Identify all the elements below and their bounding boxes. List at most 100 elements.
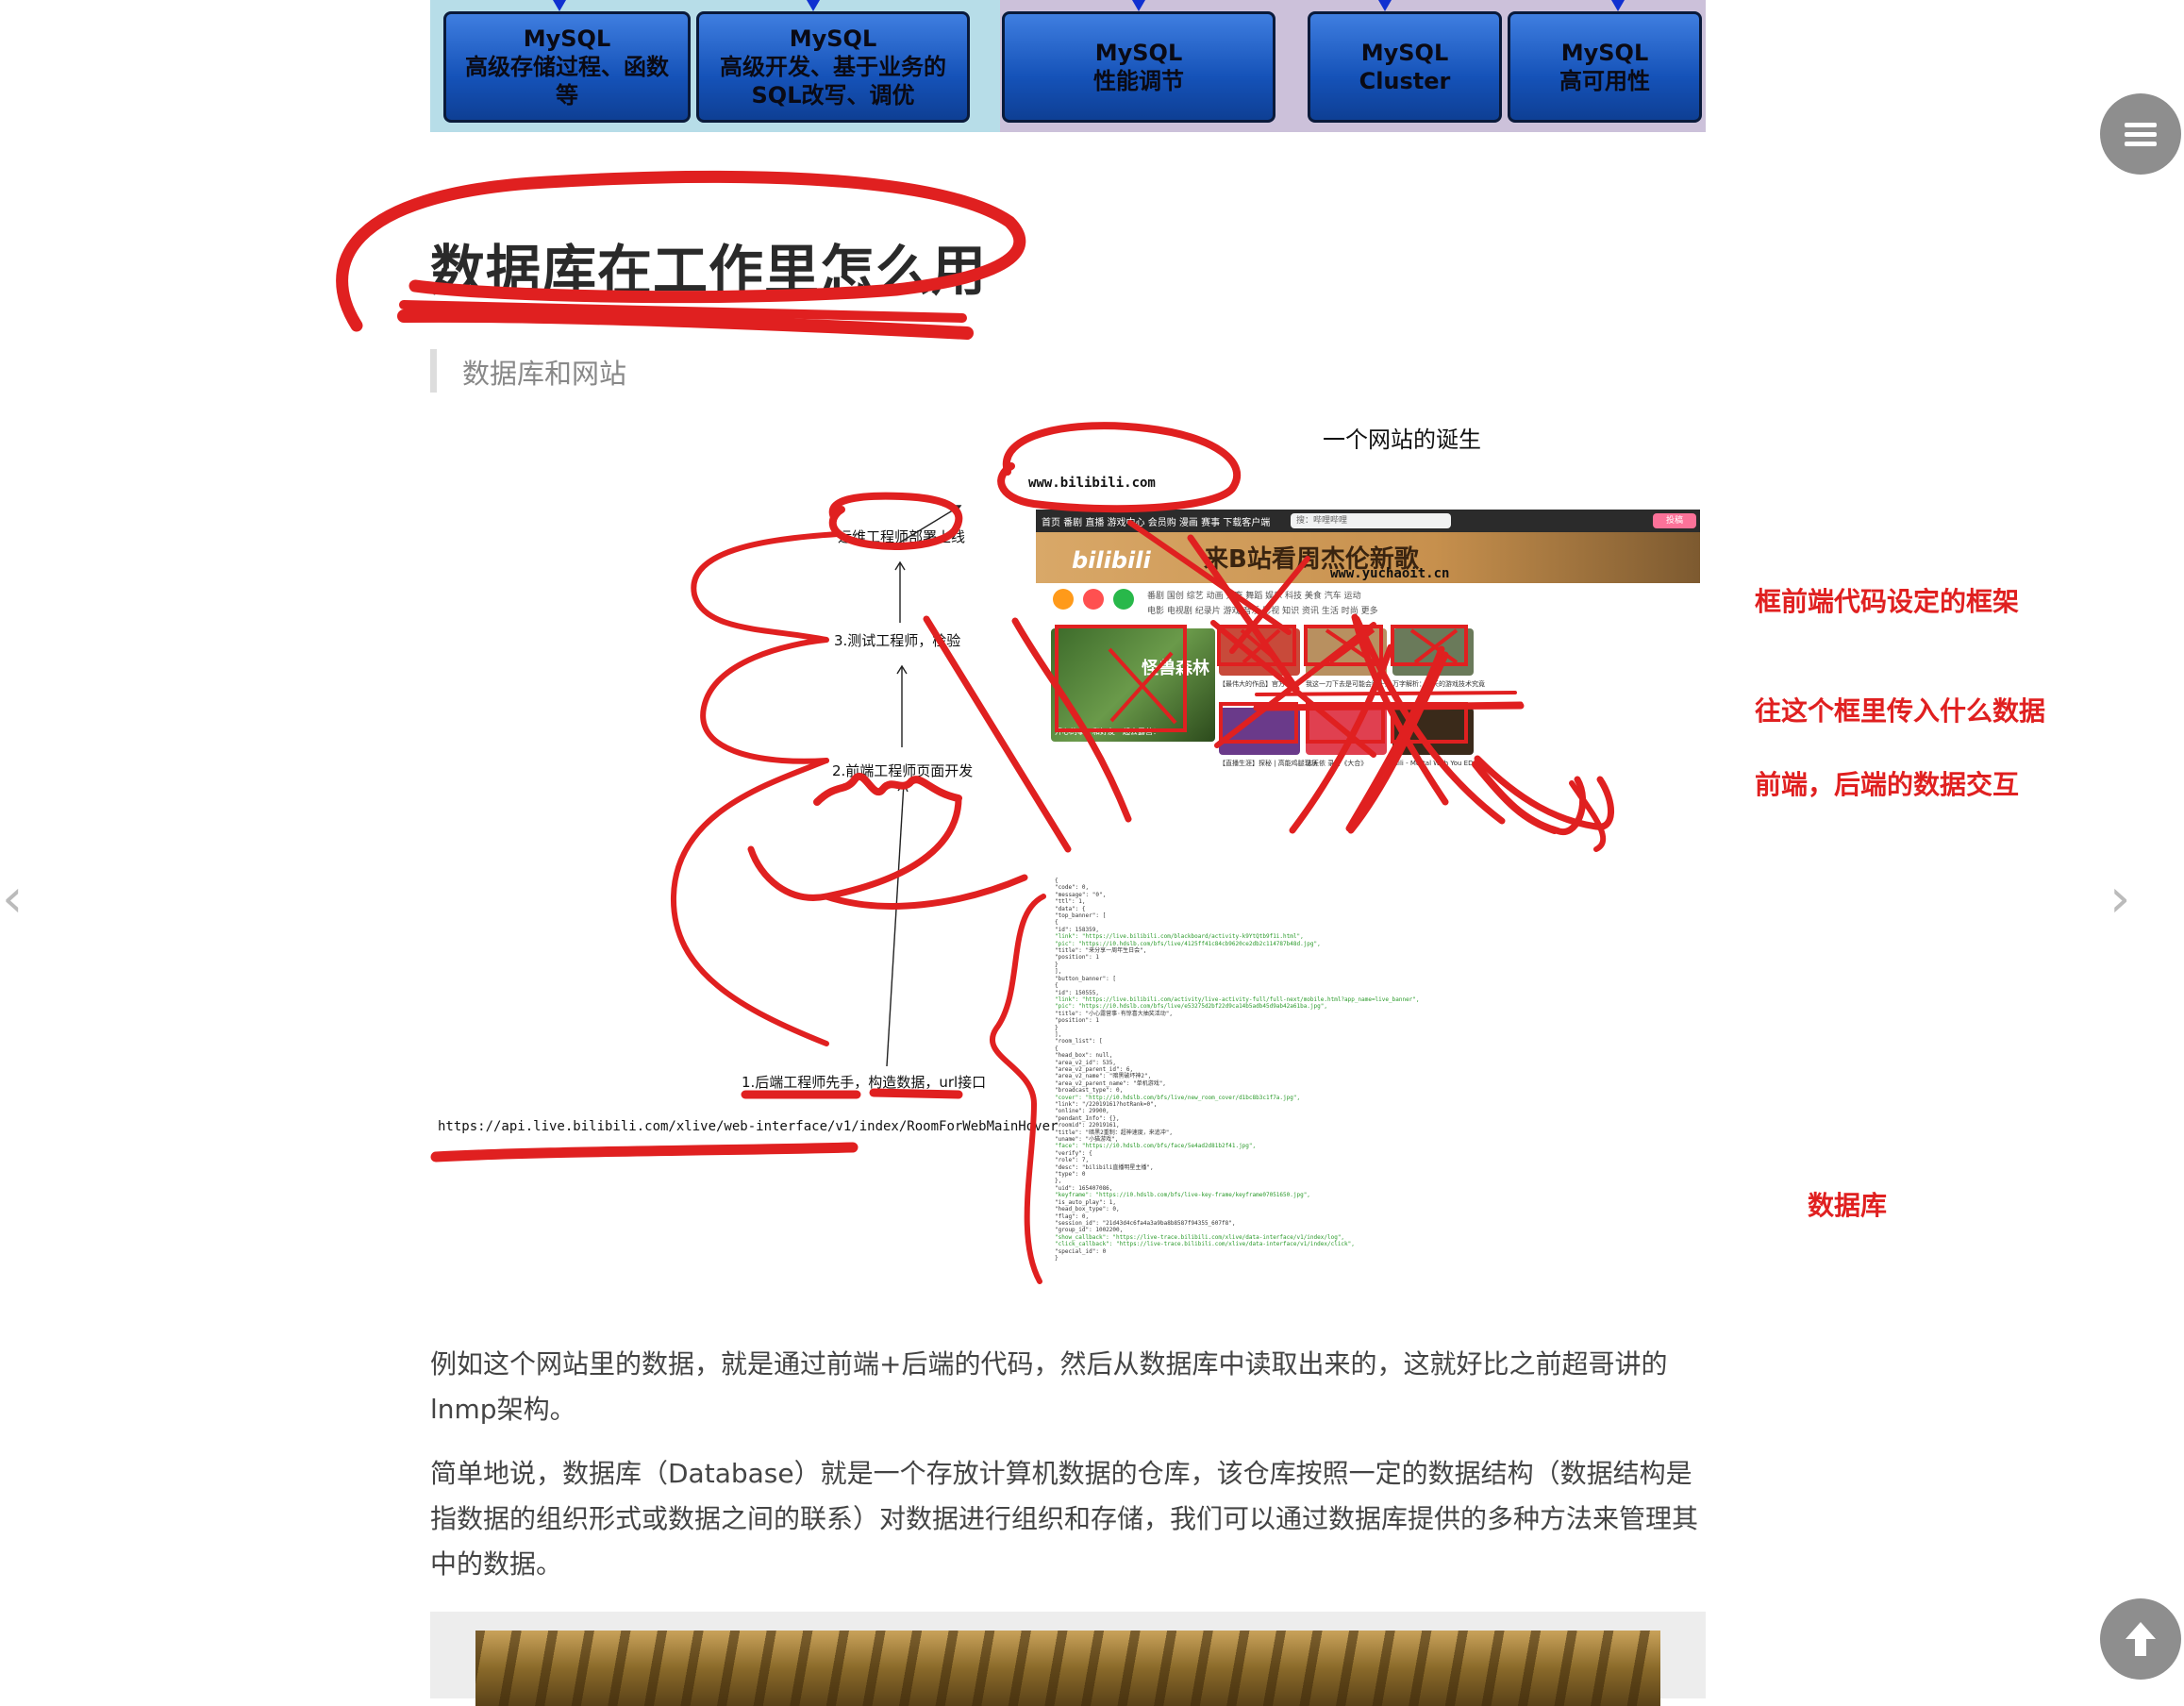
json-line: "title": "小心露营事·有惊喜大抽奖活动", (1055, 1010, 1173, 1017)
json-line: "position": 1 (1055, 1017, 1099, 1025)
bili-upload-button: 投稿 (1653, 513, 1696, 528)
blockquote-bar (430, 349, 437, 393)
json-line: "position": 1 (1055, 954, 1099, 962)
json-line: "keyframe": "https://i0.hdslb.com/bfs/li… (1055, 1192, 1310, 1199)
warehouse-photo (475, 1631, 1660, 1706)
json-line: { (1055, 878, 1059, 884)
paragraph-definition: 简单地说，数据库（Database）就是一个存放计算机数据的仓库，该仓库按照一定… (430, 1458, 1699, 1580)
json-line: }, (1055, 1178, 1062, 1185)
json-line: "top_banner": [ (1055, 912, 1107, 920)
card-caption: 我这一刀下去是可能会胖十斤 (1306, 680, 1392, 688)
bili-logo: bilibili (1072, 547, 1151, 574)
note-interaction: 前端，后端的数据交互 (1755, 769, 2020, 800)
json-line: "verify": { (1055, 1149, 1092, 1157)
box-line: 等 (556, 82, 578, 109)
json-line: "message": "0", (1055, 891, 1107, 898)
box-line: 性能调节 (1093, 68, 1184, 94)
down-arrow-icon (1611, 0, 1625, 11)
step-frontend: 2.前端工程师页面开发 (832, 762, 974, 779)
warehouse-image (430, 1612, 1706, 1706)
json-line: "pic": "https://i0.hdslb.com/bfs/live/41… (1055, 940, 1321, 947)
json-line: "uname": "小猫游戏", (1055, 1136, 1119, 1144)
json-line: "id": 158359, (1055, 926, 1099, 933)
box-line: 高可用性 (1559, 68, 1650, 94)
json-line: "desc": "bilibili直播明星主播", (1055, 1163, 1154, 1171)
down-arrow-icon (553, 0, 566, 11)
json-line: "roomid": 22019161, (1055, 1122, 1120, 1129)
json-line: "title": "来分享一周年生日会", (1055, 947, 1147, 955)
box-line: SQL改写、调优 (751, 82, 915, 109)
hot-icon (1083, 589, 1104, 610)
next-page-chevron-icon[interactable]: › (2109, 868, 2131, 929)
card-caption: 万字解析：今天的游戏技术究竟 (1392, 680, 1485, 688)
box-line: 高级存储过程、函数 (465, 54, 669, 80)
red-circle-annotation (336, 170, 1026, 340)
dynamic-icon (1053, 589, 1074, 610)
json-line: "link": "https://live.bilibili.com/activ… (1055, 995, 1420, 1003)
mysql-box-high-availability: MySQL 高可用性 (1508, 11, 1702, 123)
bili-banner-text: 来B站看周杰伦新歌 (1204, 545, 1419, 574)
json-line: ], (1055, 968, 1062, 976)
json-line: "show_callback": "https://live-trace.bil… (1055, 1233, 1345, 1241)
note-data-in: 往这个框里传入什么数据 (1755, 695, 2046, 727)
json-line: { (1055, 1045, 1059, 1052)
domain-label: www.bilibili.com (1028, 476, 1156, 491)
json-line: "is_auto_play": 1, (1055, 1198, 1117, 1206)
json-line: "area_v2_name": "暗黑破坏神2", (1055, 1073, 1152, 1080)
down-arrow-icon (1132, 0, 1145, 11)
step-test: 3.测试工程师，检验 (834, 632, 961, 649)
big-card-title: 怪兽森林 (1142, 659, 1209, 678)
paragraph-example: 例如这个网站里的数据，就是通过前端+后端的代码，然后从数据库中读取出来的，这就好… (430, 1348, 1668, 1425)
json-line: "id": 150555, (1055, 989, 1099, 996)
json-line: "link": "https://live.bilibili.com/black… (1055, 933, 1304, 941)
json-line: } (1055, 1254, 1059, 1262)
note-frontend-frame: 框前端代码设定的框架 (1755, 586, 2020, 617)
json-line: "group_id": 1002200, (1055, 1227, 1124, 1234)
json-line: } (1055, 1024, 1059, 1031)
box-title: MySQL (523, 25, 611, 52)
json-line: "code": 0, (1055, 884, 1090, 892)
watermark-url: www.yuchaoit.cn (1330, 566, 1450, 581)
note-database: 数据库 (1808, 1190, 1888, 1221)
back-to-top-button[interactable] (2100, 1598, 2181, 1680)
prev-page-chevron-icon[interactable]: ‹ (2, 868, 24, 929)
box-title: MySQL (1094, 40, 1183, 66)
json-line: "role": 7, (1055, 1157, 1090, 1164)
json-line: "uid": 165407086, (1055, 1184, 1113, 1192)
mysql-box-advanced-dev: MySQL 高级开发、基于业务的 SQL改写、调优 (696, 11, 970, 123)
box-line: 高级开发、基于业务的 (720, 54, 946, 80)
bili-banner: bilibili 来B站看周杰伦新歌 www.yuchaoit.cn (1036, 532, 1700, 583)
json-line: "area_v2_parent_id": 6, (1055, 1065, 1134, 1073)
json-line: "session_id": "21d43d4c6fa4a3a9ba8b8587f… (1055, 1219, 1236, 1227)
json-line: "cover": "http://i0.hdslb.com/bfs/live/n… (1055, 1094, 1301, 1101)
json-line: "pendant_Info": {}, (1055, 1114, 1120, 1122)
box-title: MySQL (1560, 40, 1649, 66)
json-line: ], (1055, 1030, 1062, 1038)
hamburger-icon (2125, 118, 2157, 151)
box-title: MySQL (789, 25, 877, 52)
hand-drawn-annotations (430, 422, 1614, 1284)
mysql-box-cluster: MySQL Cluster (1308, 11, 1502, 123)
json-line: "online": 29900, (1055, 1108, 1109, 1115)
category-row-1: 番剧 国创 综艺 动画 鬼畜 舞蹈 娱乐 科技 美食 汽车 运动 (1147, 592, 1361, 601)
json-line: { (1055, 919, 1059, 927)
json-line: "area_v2_id": 535, (1055, 1059, 1117, 1066)
json-line: "data": { (1055, 905, 1086, 912)
channel-icon (1113, 589, 1134, 610)
box-title: MySQL (1360, 40, 1449, 66)
card-caption: 【最伟大的作品】官方MV (1219, 680, 1295, 688)
arrow-up-icon (2126, 1622, 2156, 1656)
json-line: } (1055, 961, 1059, 968)
menu-button[interactable] (2100, 93, 2181, 175)
json-line: "room_list": [ (1055, 1038, 1103, 1045)
bili-search: 搜：哔哩哔哩 (1291, 513, 1451, 528)
down-arrow-icon (1378, 0, 1392, 11)
json-line: "face": "https://i0.hdslb.com/bfs/face/5… (1055, 1143, 1257, 1150)
down-arrow-icon (807, 0, 820, 11)
card-caption: Mili - Mortal With You ED (1392, 760, 1474, 767)
box-line: Cluster (1359, 68, 1451, 94)
json-line: "pic": "https://i0.hdslb.com/bfs/live/e5… (1055, 1003, 1327, 1011)
json-line: "click_callback": "https://live-trace.bi… (1055, 1241, 1355, 1248)
website-birth-diagram: 一个网站的诞生 www.bilibili.com 运维工程师部署上线 3.测试工… (430, 406, 2081, 1312)
json-line: "title": "暗黑2重制：超神速度，来追冲", (1055, 1129, 1173, 1136)
